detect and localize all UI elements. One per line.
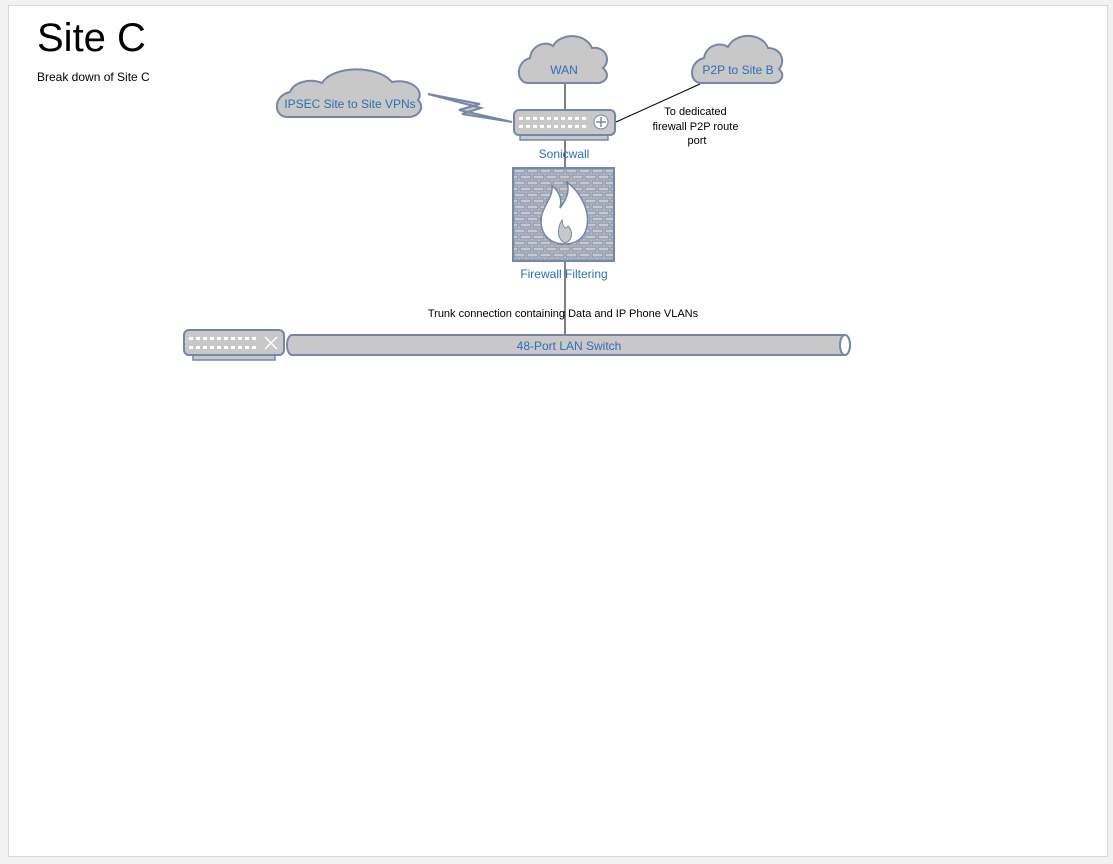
firewall-node[interactable]: Firewall Filtering	[512, 167, 615, 281]
switch-node[interactable]: 48-Port LAN Switch	[183, 329, 851, 361]
p2p-link	[615, 83, 701, 123]
connectors	[564, 83, 701, 334]
wan-node[interactable]: WAN	[517, 35, 608, 85]
firewall-icon	[512, 167, 615, 262]
trunk-link-note: Trunk connection containing Data and IP …	[428, 308, 699, 320]
p2p-label: P2P to Site B	[702, 63, 773, 77]
cloud-icon	[517, 35, 608, 85]
router-icon	[513, 109, 616, 141]
firewall-label: Firewall Filtering	[520, 267, 607, 281]
switch-icon	[183, 329, 285, 361]
ipsec-label: IPSEC Site to Site VPNs	[284, 97, 415, 111]
diagram-title: Site C	[37, 16, 146, 60]
cloud-icon	[275, 68, 423, 119]
sonicwall-node[interactable]: Sonicwall	[513, 109, 616, 161]
p2p-link-note: To dedicated firewall P2P route port	[652, 106, 741, 147]
vpn-lightning-link	[427, 93, 513, 123]
cloud-icon	[691, 34, 784, 85]
switch-label: 48-Port LAN Switch	[517, 339, 622, 353]
ipsec-node[interactable]: IPSEC Site to Site VPNs	[275, 68, 423, 119]
wan-label: WAN	[550, 63, 578, 77]
sonicwall-label: Sonicwall	[539, 147, 590, 161]
diagram-page	[8, 5, 1108, 857]
lan-bus	[286, 334, 851, 356]
diagram-subtitle: Break down of Site C	[37, 70, 150, 84]
p2p-node[interactable]: P2P to Site B	[691, 34, 784, 85]
